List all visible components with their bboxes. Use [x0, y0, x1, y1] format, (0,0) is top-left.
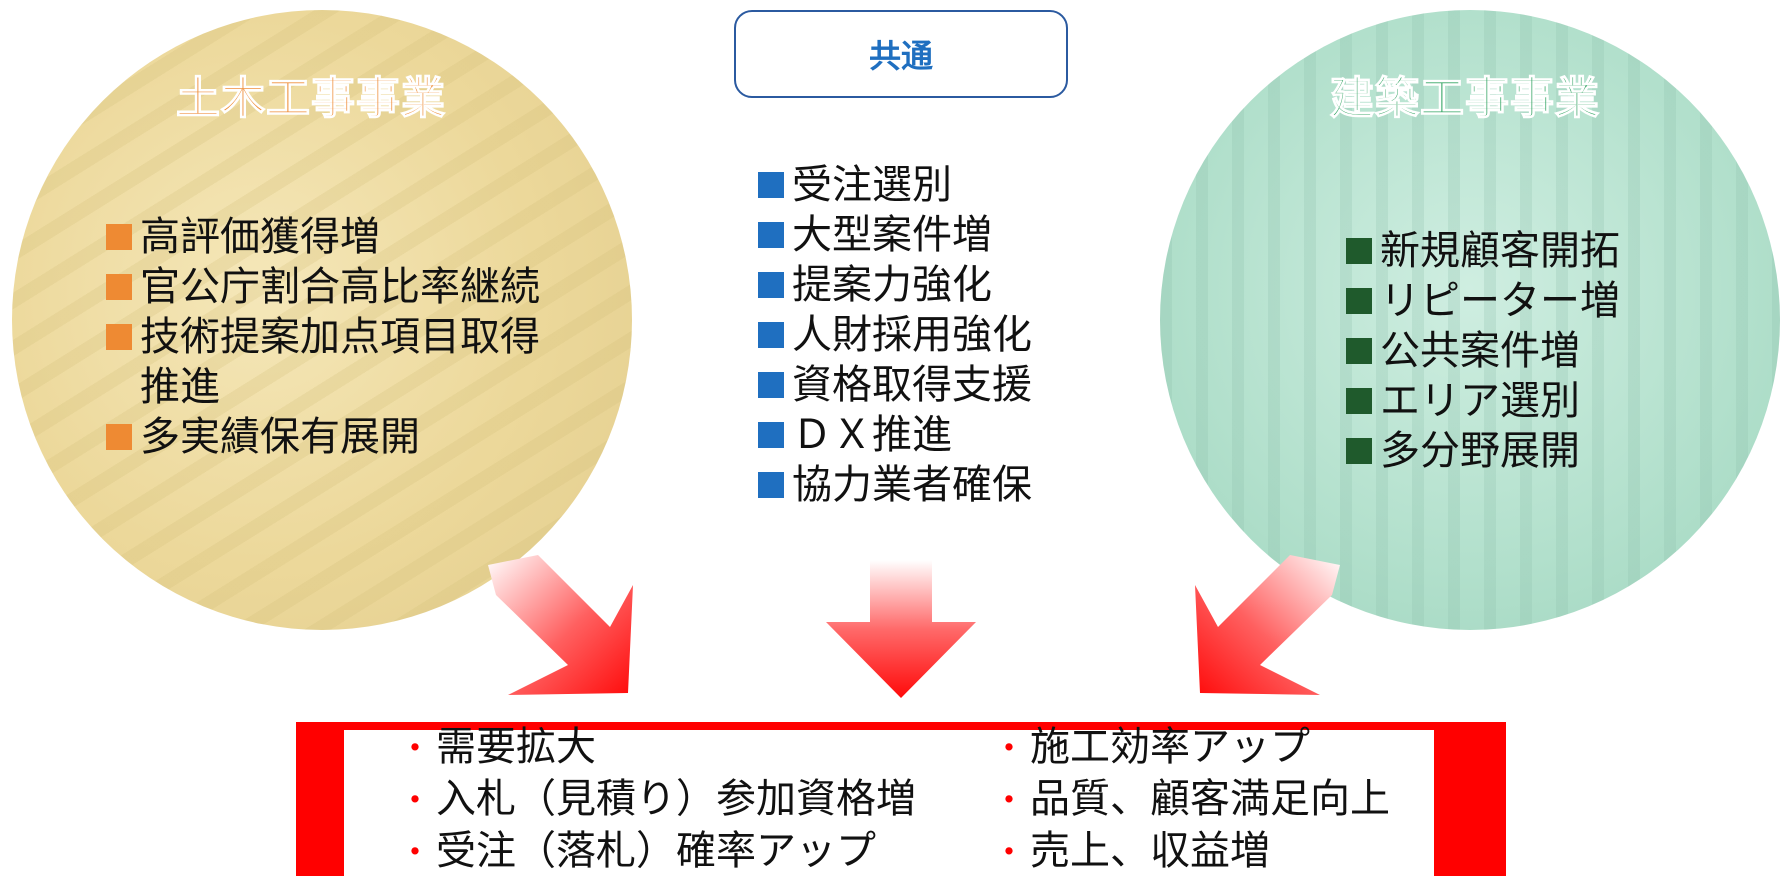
square-bullet-icon: [758, 222, 784, 248]
list-item: 公共案件増: [1346, 326, 1620, 376]
list-item: リピーター増: [1346, 276, 1620, 326]
architecture-title: 建築工事事業: [1329, 72, 1600, 124]
common-title-box: 共通: [734, 10, 1068, 98]
list-item: 提案力強化: [758, 260, 1032, 310]
list-item: 官公庁割合高比率継続: [106, 262, 540, 312]
common-list: 受注選別 大型案件増 提案力強化 人財採用強化 資格取得支援 ＤＸ推進 協力業者…: [758, 160, 1032, 510]
list-item: ・売上、収益増: [992, 828, 1270, 874]
result-panel: [344, 730, 1434, 876]
list-item: ・受注（落札）確率アップ: [398, 828, 876, 874]
list-item: 人財採用強化: [758, 310, 1032, 360]
square-bullet-icon: [1346, 338, 1372, 364]
list-item: 技術提案加点項目取得 推進: [106, 312, 540, 412]
list-item: 新規顧客開拓: [1346, 226, 1620, 276]
architecture-circle: [1160, 10, 1780, 630]
square-bullet-icon: [758, 372, 784, 398]
square-bullet-icon: [1346, 388, 1372, 414]
square-bullet-icon: [758, 172, 784, 198]
square-bullet-icon: [106, 324, 132, 350]
down-right-arrow-icon: [488, 555, 633, 695]
square-bullet-icon: [1346, 238, 1372, 264]
square-bullet-icon: [1346, 288, 1372, 314]
down-arrow-icon: [826, 560, 976, 698]
square-bullet-icon: [758, 422, 784, 448]
list-item: ＤＸ推進: [758, 410, 1032, 460]
list-item: 高評価獲得増: [106, 212, 540, 262]
result-list-right: ・施工効率アップ ・品質、顧客満足向上 ・売上、収益増: [992, 722, 1390, 878]
square-bullet-icon: [106, 424, 132, 450]
list-item: 多分野展開: [1346, 426, 1620, 476]
result-list-left: ・需要拡大 ・入札（見積り）参加資格増 ・受注（落札）確率アップ: [398, 722, 916, 878]
list-item: 受注選別: [758, 160, 1032, 210]
architecture-list: 新規顧客開拓 リピーター増 公共案件増 エリア選別 多分野展開: [1346, 226, 1620, 476]
down-left-arrow-icon: [1195, 555, 1340, 695]
civil-engineering-title: 土木工事事業: [175, 72, 446, 124]
list-item: ・施工効率アップ: [992, 724, 1310, 770]
list-item: ・入札（見積り）参加資格増: [398, 776, 916, 822]
square-bullet-icon: [106, 274, 132, 300]
list-item: ・品質、顧客満足向上: [992, 776, 1390, 822]
square-bullet-icon: [106, 224, 132, 250]
list-item: 多実績保有展開: [106, 412, 540, 462]
square-bullet-icon: [758, 472, 784, 498]
list-item: 大型案件増: [758, 210, 1032, 260]
square-bullet-icon: [758, 322, 784, 348]
civil-engineering-list: 高評価獲得増 官公庁割合高比率継続 技術提案加点項目取得 推進 多実績保有展開: [106, 212, 540, 462]
list-item: エリア選別: [1346, 376, 1620, 426]
list-item: ・需要拡大: [398, 724, 596, 770]
square-bullet-icon: [758, 272, 784, 298]
square-bullet-icon: [1346, 438, 1372, 464]
common-title: 共通: [868, 37, 933, 75]
list-item: 協力業者確保: [758, 460, 1032, 510]
list-item: 資格取得支援: [758, 360, 1032, 410]
civil-engineering-circle: [12, 10, 632, 630]
